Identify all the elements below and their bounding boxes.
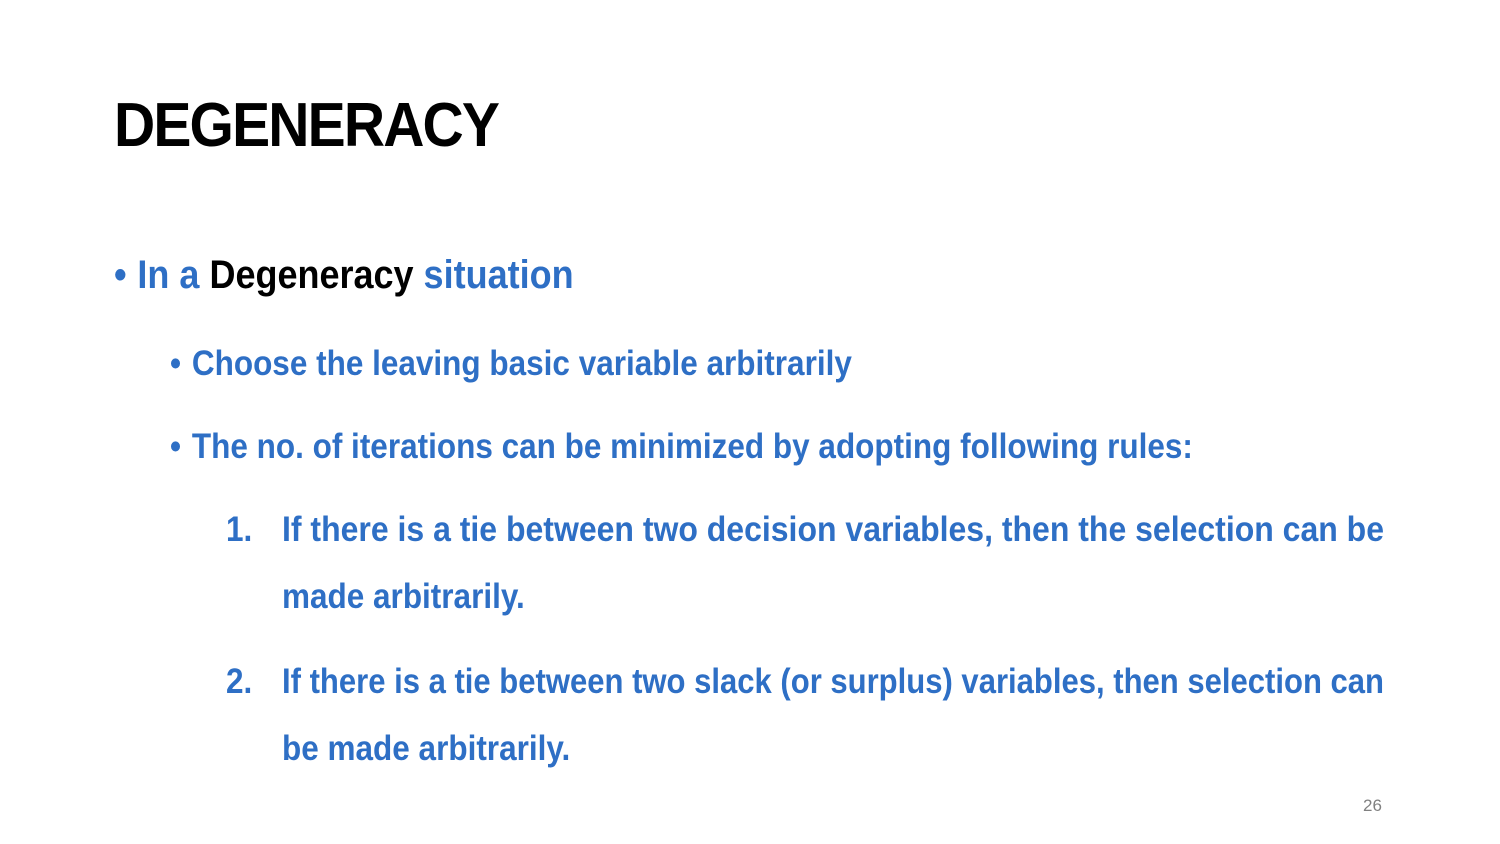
rule-text-line: If there is a tie between two slack (or … [282,662,1384,701]
sub-bullet-text: The no. of iterations can be minimized b… [191,427,1193,466]
rule-text-line: made arbitrarily. [282,577,525,616]
bullet-degeneracy-situation: •In a Degeneracy situation [114,253,574,298]
bullet-prefix: In a [137,253,210,297]
sub-bullet-text: Choose the leaving basic variable arbitr… [191,344,852,383]
sub-bullet-leaving-variable: •Choose the leaving basic variable arbit… [170,344,852,384]
rule-number: 2. [226,662,253,701]
bullet-suffix: situation [413,253,574,297]
sub-bullet-iterations: •The no. of iterations can be minimized … [170,427,1193,467]
page-number: 26 [1363,796,1382,815]
slide-title: DEGENERACY [114,91,500,160]
bullet-dot-icon: • [170,427,182,466]
bullet-dot-icon: • [170,344,182,383]
bullet-emphasis: Degeneracy [209,253,414,297]
rule-number: 1. [226,510,253,549]
rule-text-line: If there is a tie between two decision v… [282,510,1384,549]
rule-text-line: be made arbitrarily. [282,729,571,768]
bullet-dot-icon: • [114,253,127,297]
